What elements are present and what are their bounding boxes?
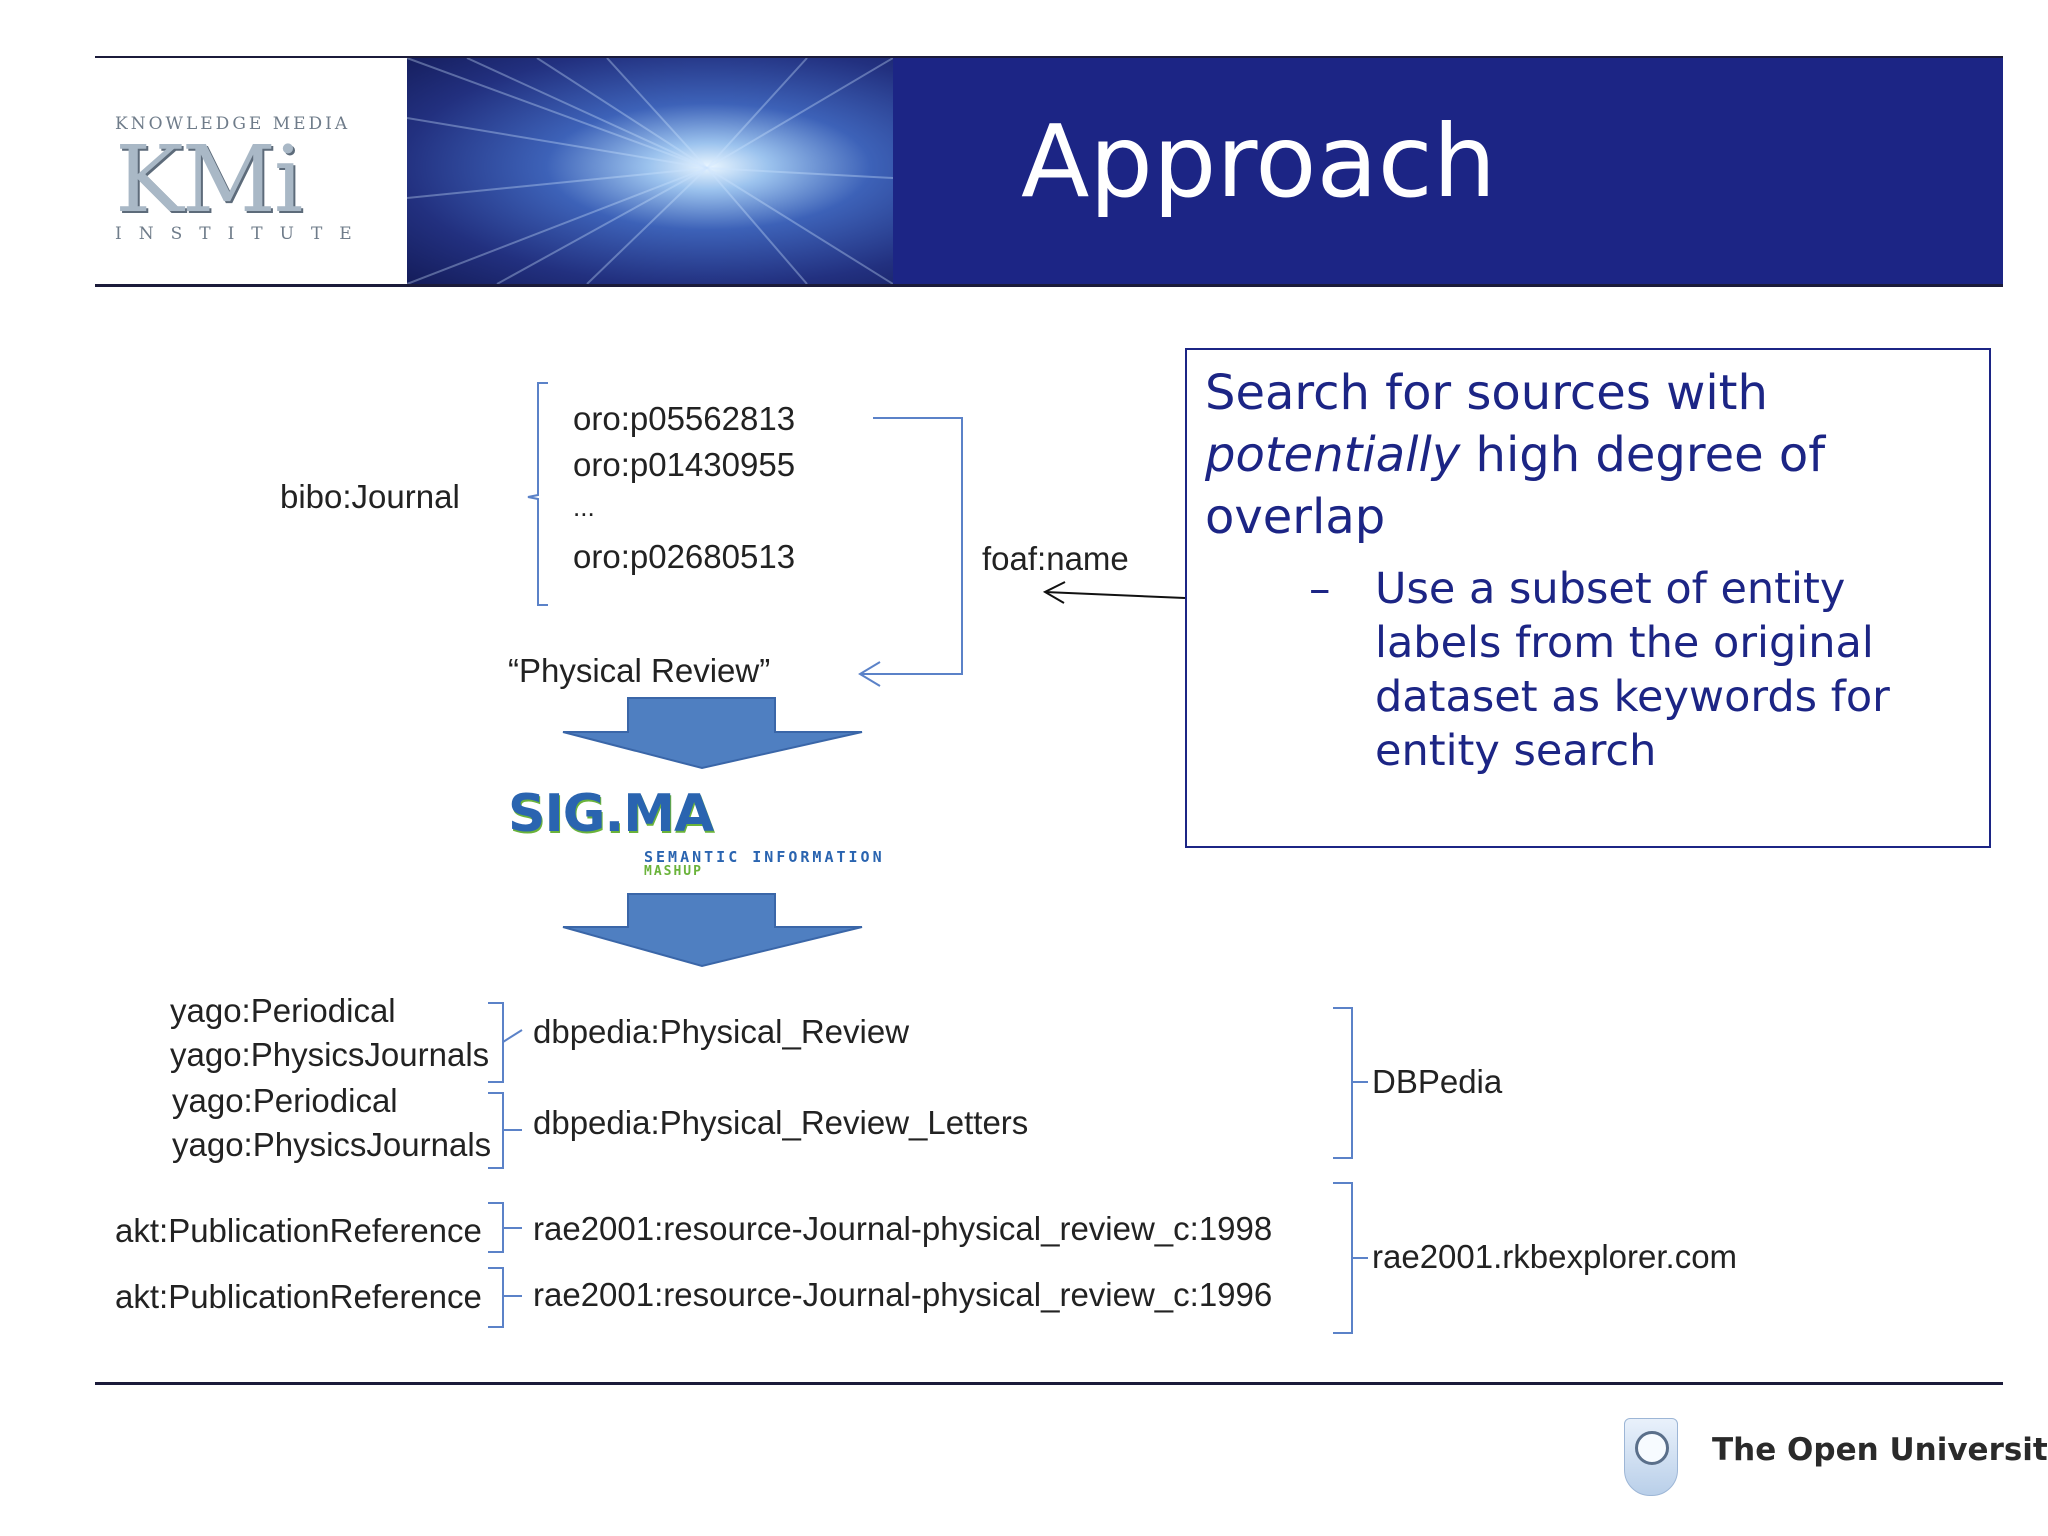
source-rae2001: rae2001.rkbexplorer.com — [1372, 1238, 1738, 1275]
journal-id-2: oro:p01430955 — [573, 446, 796, 483]
sigma-logo: SIG.MA SEMANTIC INFORMATION MASHUP — [508, 784, 928, 882]
sigma-logo-name: SIG.MA — [508, 784, 714, 844]
journal-id-4: oro:p02680513 — [573, 538, 796, 575]
result-1-bracket — [488, 1002, 504, 1083]
note-line-b: potentially high degree of — [1205, 424, 1975, 486]
header-building-photo — [407, 58, 893, 284]
note-main-text: Search for sources with potentially high… — [1205, 362, 1975, 548]
title-bar: Approach — [893, 58, 2003, 284]
down-arrow-1 — [562, 697, 863, 770]
note-box: Search for sources with potentially high… — [1185, 348, 1991, 848]
result-1-type-1: yago:Periodical — [170, 992, 396, 1029]
sigma-logo-tagline-1: SEMANTIC INFORMATION — [644, 848, 885, 866]
result-2-resource: dbpedia:Physical_Review_Letters — [533, 1104, 1029, 1141]
note-pointer-arrowhead — [1042, 581, 1066, 604]
note-line-b-rest: high degree of — [1460, 427, 1826, 483]
rae2001-bracket — [1333, 1182, 1353, 1334]
note-line-a: Search for sources with — [1205, 365, 1768, 421]
result-4-bracket — [488, 1267, 504, 1328]
result-3-bracket — [488, 1202, 504, 1253]
kmi-logo-bottom-text: INSTITUTE — [115, 224, 369, 244]
dbpedia-bracket — [1333, 1007, 1353, 1159]
note-line-c: overlap — [1205, 489, 1386, 545]
note-pointer-line — [1044, 591, 1186, 599]
header-top-rule — [95, 56, 2003, 59]
journal-class-label: bibo:Journal — [280, 478, 460, 515]
result-1-resource: dbpedia:Physical_Review — [533, 1013, 910, 1050]
journal-ids-bracket — [527, 382, 548, 606]
header-banner: KNOWLEDGE MEDIA KMi INSTITUTE Approach — [95, 58, 2003, 284]
footer-rule — [95, 1382, 2003, 1385]
result-3-resource: rae2001:resource-Journal-physical_review… — [533, 1210, 1273, 1247]
foaf-name-connector — [862, 417, 963, 675]
building-lines-graphic — [407, 58, 893, 284]
open-university-shield-icon — [1624, 1418, 1678, 1496]
result-4-resource: rae2001:resource-Journal-physical_review… — [533, 1276, 1273, 1313]
slide-title: Approach — [1021, 103, 1497, 220]
journal-id-ellipsis: ... — [573, 492, 595, 522]
literal-value: “Physical Review” — [508, 652, 771, 689]
result-3-type-1: akt:PublicationReference — [115, 1212, 482, 1249]
down-arrow-2 — [562, 893, 863, 968]
note-bullet-text: Use a subset of entity labels from the o… — [1375, 564, 1890, 776]
result-4-type-1: akt:PublicationReference — [115, 1278, 482, 1315]
header-bottom-rule — [95, 284, 2003, 287]
kmi-logo-main-text: KMi — [115, 126, 303, 233]
sigma-logo-tagline-2: MASHUP — [644, 864, 703, 879]
foaf-name-label: foaf:name — [982, 540, 1129, 577]
open-university-name: The Open University — [1712, 1432, 2048, 1468]
literal-arrowhead — [858, 661, 881, 687]
kmi-logo: KNOWLEDGE MEDIA KMi INSTITUTE — [95, 58, 407, 284]
result-2-type-2: yago:PhysicsJournals — [172, 1126, 492, 1163]
journal-id-1: oro:p05562813 — [573, 400, 796, 437]
kmi-logo-top-text: KNOWLEDGE MEDIA — [115, 114, 351, 134]
note-bullet-dash: – — [1309, 564, 1331, 614]
result-2-type-1: yago:Periodical — [172, 1082, 398, 1119]
result-1-type-2: yago:PhysicsJournals — [170, 1036, 490, 1073]
source-dbpedia: DBPedia — [1372, 1063, 1503, 1100]
note-line-b-italic: potentially — [1205, 427, 1461, 483]
